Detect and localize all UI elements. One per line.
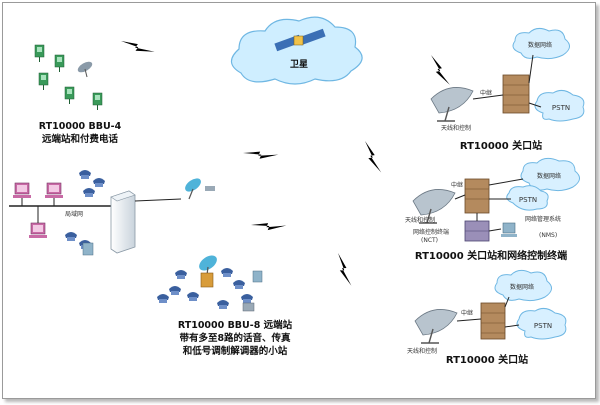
satellite-cloud: 卫星 — [230, 16, 363, 85]
vsat-dish-icon — [199, 255, 217, 276]
bbu8-terminal-icon — [200, 272, 214, 288]
bbu8-line2: 带有多至8路的话音、传真 — [179, 332, 291, 344]
radio-link-bolt — [356, 141, 390, 173]
telephone-icon — [65, 232, 77, 241]
antenna-control-label: 天线和控制 — [441, 124, 471, 132]
bbu4-subtitle: 远端站和付费电话 — [42, 133, 119, 145]
bbu8-remote-site: RT10000 BBU-8 远端站 带有多至8路的话音、传真 和低号调制解调器的… — [157, 255, 293, 357]
modem-icon — [242, 302, 255, 312]
vsat-dish-icon — [185, 178, 215, 200]
telephone-icon — [187, 292, 199, 301]
radio-link-bolt — [121, 30, 155, 63]
small-dish-icon — [77, 61, 93, 78]
data-network-label: 数据网络 — [537, 172, 561, 180]
antenna-control-label: 天线和控制 — [405, 216, 435, 224]
bbu8-line3: 和低号调制解调器的小站 — [182, 345, 288, 357]
pstn-label: PSTN — [519, 196, 537, 204]
payphone-icon — [38, 72, 49, 91]
satellite-label: 卫星 — [290, 59, 308, 70]
network-diagram: 卫星 RT10000 BBU-4 远端站和付费电话 局域网 — [9, 16, 585, 366]
telephone-icon — [79, 170, 91, 179]
lan-site: 局域网 — [9, 170, 215, 256]
building-dish-link — [134, 198, 182, 202]
radio-link-bolt — [243, 136, 279, 172]
trunk-label: 中继 — [451, 181, 463, 189]
telephone-icon — [93, 178, 105, 187]
bbu8-title: RT10000 BBU-8 远端站 — [178, 319, 293, 331]
gateway-bottom-caption: RT10000 关口站 — [446, 353, 528, 366]
payphone-icon — [54, 54, 65, 73]
nct-code-label: (NCT) — [421, 237, 438, 244]
gateway-station-top: 数据网络 PSTN 天线和控制 中继 RT10000 关口站 — [430, 27, 585, 152]
lan-label: 局域网 — [65, 210, 83, 218]
telephone-icon — [169, 286, 181, 295]
nct-name-label: 网络控制终端 — [413, 228, 449, 236]
gateway-station-middle: 数据网络 PSTN 天线和控制 中继 网络控制终端 (NCT) 网络管理 — [405, 157, 580, 262]
telephone-icon — [217, 300, 229, 309]
gateway-top-caption: RT10000 关口站 — [460, 139, 542, 152]
radio-link-bolt — [251, 207, 287, 243]
building-icon — [110, 190, 136, 254]
fax-icon — [82, 242, 94, 256]
radio-link-bolt — [327, 253, 362, 286]
fax-icon — [252, 270, 263, 283]
gateway-rack-icon — [480, 302, 506, 340]
computer-icon — [12, 182, 32, 199]
trunk-label: 中继 — [480, 89, 492, 97]
radio-link-bolt — [424, 55, 457, 85]
trunk-label: 中继 — [461, 309, 473, 317]
bbu4-title: RT10000 BBU-4 — [39, 121, 122, 132]
large-dish-icon — [412, 189, 456, 224]
telephone-icon — [233, 280, 245, 289]
payphone-icon — [92, 92, 103, 111]
diagram-frame: 卫星 RT10000 BBU-4 远端站和付费电话 局域网 — [2, 2, 596, 399]
gateway-rack-icon — [502, 74, 530, 114]
telephone-icon — [241, 294, 253, 303]
nct-rack-icon — [464, 220, 490, 242]
nms-computer-icon — [501, 222, 517, 237]
data-network-label: 数据网络 — [510, 283, 534, 291]
large-dish-icon — [414, 309, 458, 344]
gateway-rack-icon — [464, 178, 490, 214]
telephone-icon — [175, 270, 187, 279]
payphone-icon — [34, 44, 45, 63]
pstn-label: PSTN — [552, 104, 570, 112]
telephone-icon — [221, 268, 233, 277]
large-dish-icon — [430, 87, 474, 122]
gateway-station-bottom: 数据网络 PSTN 天线和控制 中继 RT10000 关口站 — [407, 269, 567, 366]
computer-icon — [44, 182, 64, 199]
gateway-middle-caption: RT10000 关口站和网络控制终端 — [415, 249, 567, 262]
antenna-control-label: 天线和控制 — [407, 347, 437, 355]
bbu4-remote-site: RT10000 BBU-4 远端站和付费电话 — [34, 44, 122, 145]
nms-code-label: (NMS) — [539, 232, 557, 239]
payphone-icon — [64, 86, 75, 105]
telephone-icon — [83, 188, 95, 197]
telephone-icon — [157, 294, 169, 303]
satellite-icon — [274, 28, 326, 52]
data-network-label: 数据网络 — [528, 41, 552, 49]
computer-icon — [28, 222, 48, 239]
pstn-label: PSTN — [534, 322, 552, 330]
nms-name-label: 网络管理系统 — [525, 215, 561, 223]
